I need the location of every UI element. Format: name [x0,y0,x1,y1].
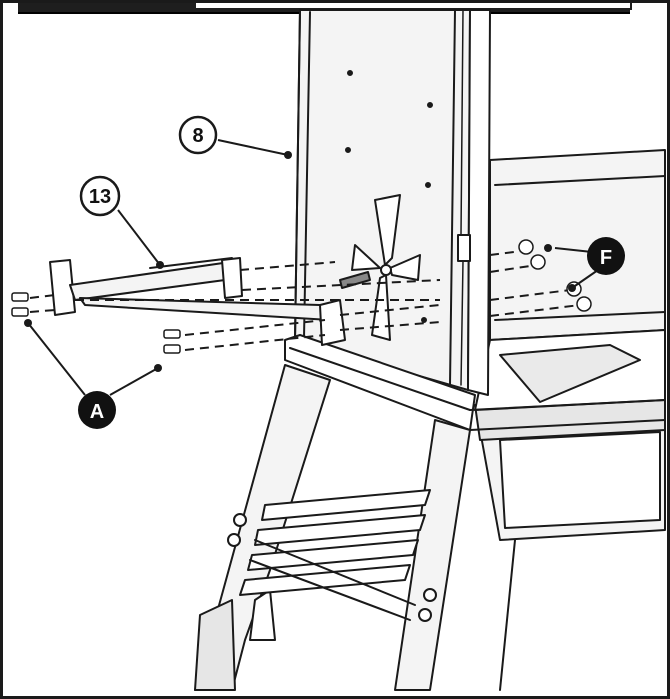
callout-13: 13 [79,175,121,217]
bottom-rail [284,334,666,431]
assembly-guide-lines [29,249,581,351]
screws-a [11,292,181,354]
callout-8: 8 [178,115,218,155]
callout-13-label: 13 [89,186,111,208]
damper-fan [339,194,421,341]
callout-8-label: 8 [192,125,203,147]
callout-a: A [78,391,116,429]
cart-legs [194,364,516,691]
leader-dots [24,151,576,372]
bracket-13 [49,257,346,346]
lower-rack [239,489,431,621]
leader-lines [27,139,599,396]
callout-a-label: A [90,401,104,423]
callout-f: F [587,237,625,275]
callout-f-label: F [600,247,612,269]
grill-cabinet [474,149,666,411]
